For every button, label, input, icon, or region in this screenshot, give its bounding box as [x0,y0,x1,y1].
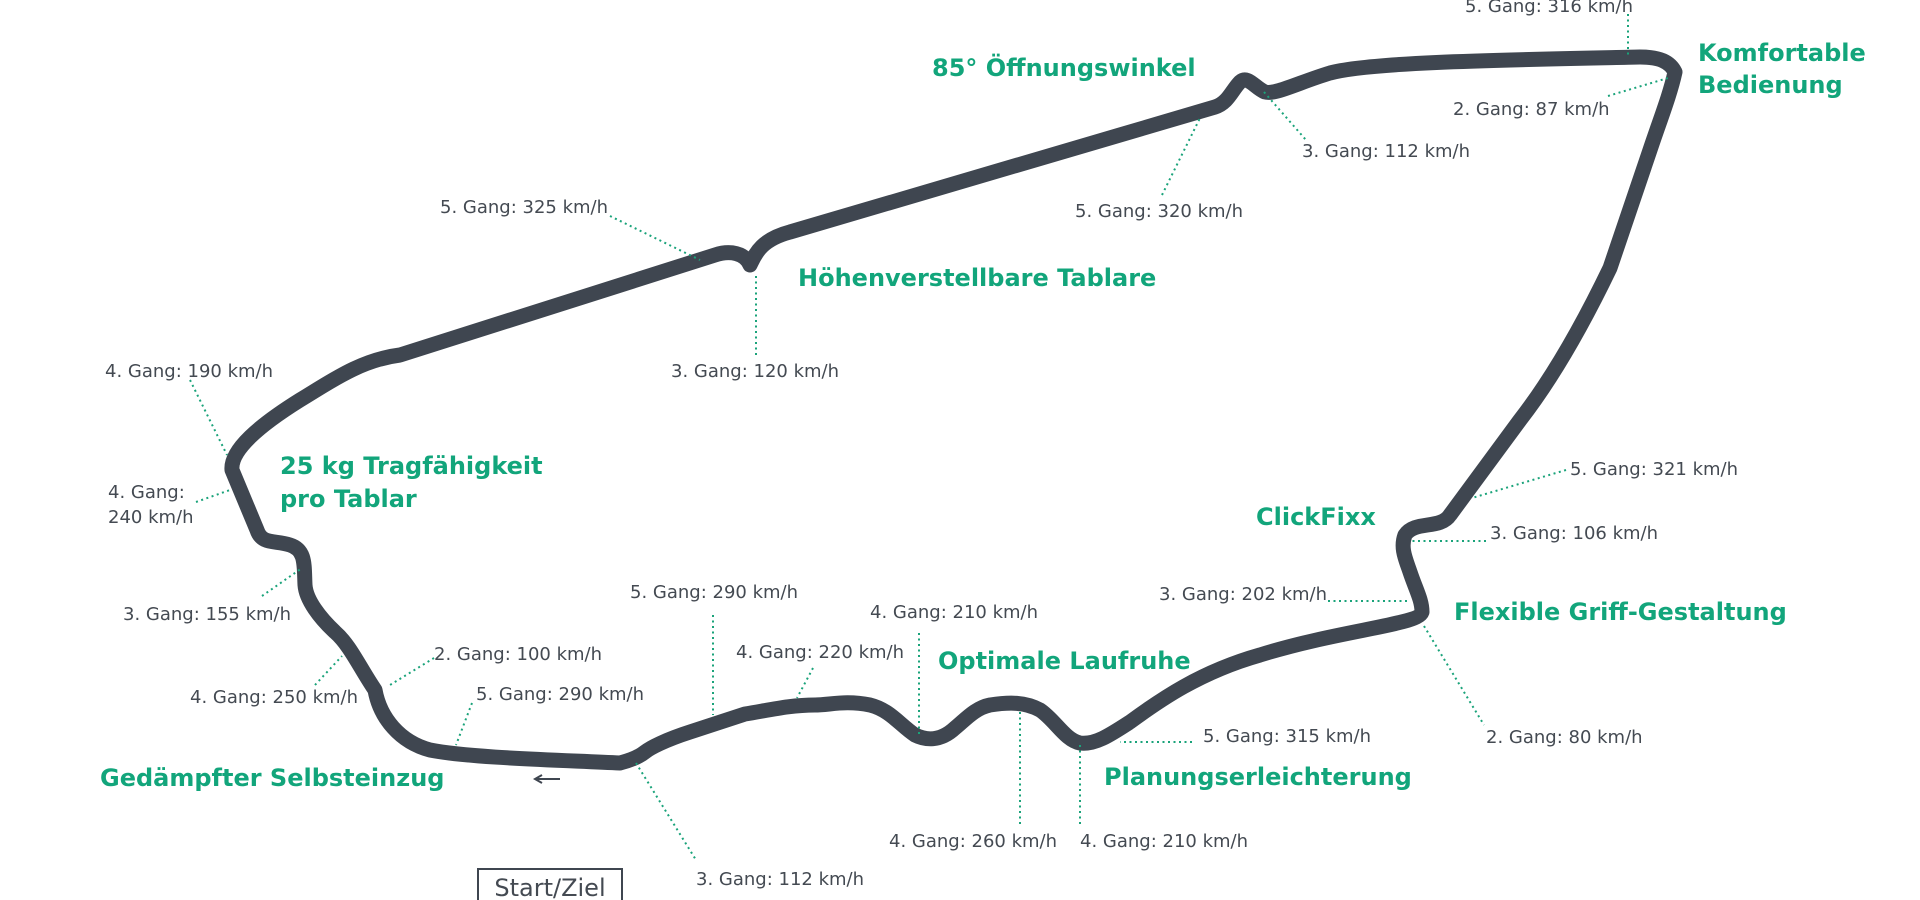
gear-label: 240 km/h [108,507,194,528]
gear-label: 4. Gang: 190 km/h [105,361,273,382]
gear-label: 3. Gang: 202 km/h [1159,584,1327,605]
gear-label: 5. Gang: 320 km/h [1075,201,1243,222]
gear-label: 4. Gang: 250 km/h [190,687,358,708]
gear-label: 4. Gang: 210 km/h [1080,831,1248,852]
gear-label: 5. Gang: 325 km/h [440,197,608,218]
feature-label: Optimale Laufruhe [938,647,1191,675]
leader-line [1161,117,1201,196]
gear-label: 2. Gang: 87 km/h [1453,99,1610,120]
gear-label: 5. Gang: 316 km/h [1465,0,1633,17]
gear-label: 5. Gang: 290 km/h [630,582,798,603]
gear-label: 4. Gang: 260 km/h [889,831,1057,852]
feature-label: Planungserleichterung [1104,763,1412,791]
feature-labels: 85° Öffnungswinkel Komfortable Bedienung… [100,39,1866,792]
leader-line [796,667,814,699]
start-finish-box [477,868,623,900]
feature-label: Höhenverstellbare Tablare [798,264,1156,292]
leader-line [189,379,228,456]
gear-label: 3. Gang: 112 km/h [696,869,864,890]
gear-label: 3. Gang: 106 km/h [1490,523,1658,544]
gear-label: 2. Gang: 80 km/h [1486,727,1643,748]
start-finish-label: Start/Ziel [494,874,605,900]
direction-arrow [532,774,560,784]
leader-lines [189,14,1669,861]
feature-label: Komfortable [1698,39,1866,67]
gear-speed-labels: 5. Gang: 316 km/h 2. Gang: 87 km/h 3. Ga… [105,0,1738,890]
feature-label: Flexible Griff-Gestaltung [1454,598,1787,626]
leader-line [609,215,701,261]
leader-line [195,489,231,503]
feature-label: 25 kg Tragfähigkeit [280,452,543,480]
gear-label: 4. Gang: [108,482,185,503]
gear-label: 5. Gang: 315 km/h [1203,726,1371,747]
leader-line [1607,77,1669,97]
gear-label: 3. Gang: 112 km/h [1302,141,1470,162]
gear-label: 5. Gang: 290 km/h [476,684,644,705]
leader-line [261,567,303,597]
leader-line [314,655,343,686]
leader-line [455,702,473,746]
race-track [224,49,1683,771]
feature-label: pro Tablar [280,485,417,513]
leader-line [389,657,435,686]
feature-label: Bedienung [1698,71,1843,99]
leader-line [1423,625,1485,726]
gear-label: 2. Gang: 100 km/h [434,644,602,665]
feature-label: ClickFixx [1256,503,1376,531]
gear-label: 3. Gang: 120 km/h [671,361,839,382]
gear-label: 4. Gang: 220 km/h [736,642,904,663]
gear-label: 3. Gang: 155 km/h [123,604,291,625]
feature-label: Gedämpfter Selbsteinzug [100,764,444,792]
gear-label: 5. Gang: 321 km/h [1570,459,1738,480]
feature-label: 85° Öffnungswinkel [932,52,1196,82]
leader-line [635,762,697,861]
gear-label: 4. Gang: 210 km/h [870,602,1038,623]
